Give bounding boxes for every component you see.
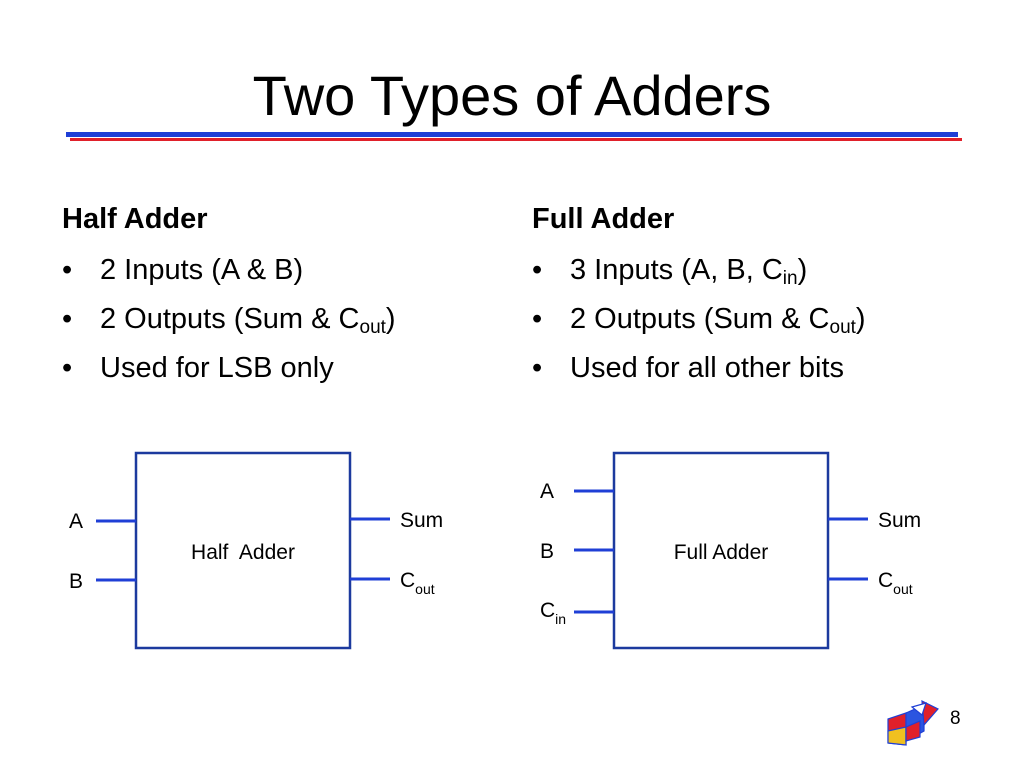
half-adder-box-label: Half Adder — [191, 541, 295, 564]
full-adder-input-b-label: B — [540, 540, 554, 563]
full-adder-bullet-list: •3 Inputs (A, B, Cin) •2 Outputs (Sum & … — [532, 246, 972, 393]
slide-title: Two Types of Adders — [252, 64, 772, 127]
full-adder-box — [612, 451, 830, 650]
full-adder-bullet: •2 Outputs (Sum & Cout) — [532, 295, 972, 344]
half-adder-input-a-label: A — [69, 510, 83, 533]
full-adder-box-label: Full Adder — [674, 541, 769, 564]
half-adder-bullet: •Used for LSB only — [62, 344, 502, 393]
half-adder-bullet-list: •2 Inputs (A & B) •2 Outputs (Sum & Cout… — [62, 246, 502, 393]
bullet-dot-icon: • — [62, 303, 73, 335]
half-adder-block: Half Adder A B Sum Cout — [69, 451, 443, 650]
half-adder-box — [134, 451, 352, 650]
full-adder-sum-label: Sum — [878, 509, 921, 532]
title-underline — [66, 132, 962, 142]
half-adder-column: Half Adder •2 Inputs (A & B) •2 Outputs … — [62, 196, 502, 393]
full-adder-input-cin-label: Cin — [540, 599, 566, 627]
full-adder-bullet: •Used for all other bits — [532, 344, 972, 393]
page-number: 8 — [950, 708, 961, 729]
half-adder-bullet: •2 Inputs (A & B) — [62, 246, 502, 295]
title-underline-blue — [66, 132, 958, 137]
full-adder-cout-label: Cout — [878, 569, 913, 597]
half-adder-input-b-label: B — [69, 570, 83, 593]
bullet-dot-icon: • — [62, 254, 73, 286]
title-underline-red — [70, 138, 962, 141]
half-adder-cout-label: Cout — [400, 569, 435, 597]
full-adder-heading: Full Adder — [532, 203, 675, 235]
bullet-dot-icon: • — [62, 352, 73, 384]
bullet-dot-icon: • — [532, 352, 543, 384]
full-adder-input-a-label: A — [540, 480, 554, 503]
half-adder-heading: Half Adder — [62, 203, 208, 235]
full-adder-column: Full Adder •3 Inputs (A, B, Cin) •2 Outp… — [532, 196, 972, 393]
folded-arrow-logo-icon — [887, 699, 939, 746]
half-adder-bullet: •2 Outputs (Sum & Cout) — [62, 295, 502, 344]
half-adder-sum-label: Sum — [400, 509, 443, 532]
full-adder-block: Full Adder A B Cin Sum Cout — [540, 451, 921, 650]
bullet-dot-icon: • — [532, 303, 543, 335]
full-adder-bullet: •3 Inputs (A, B, Cin) — [532, 246, 972, 295]
bullet-dot-icon: • — [532, 254, 543, 286]
